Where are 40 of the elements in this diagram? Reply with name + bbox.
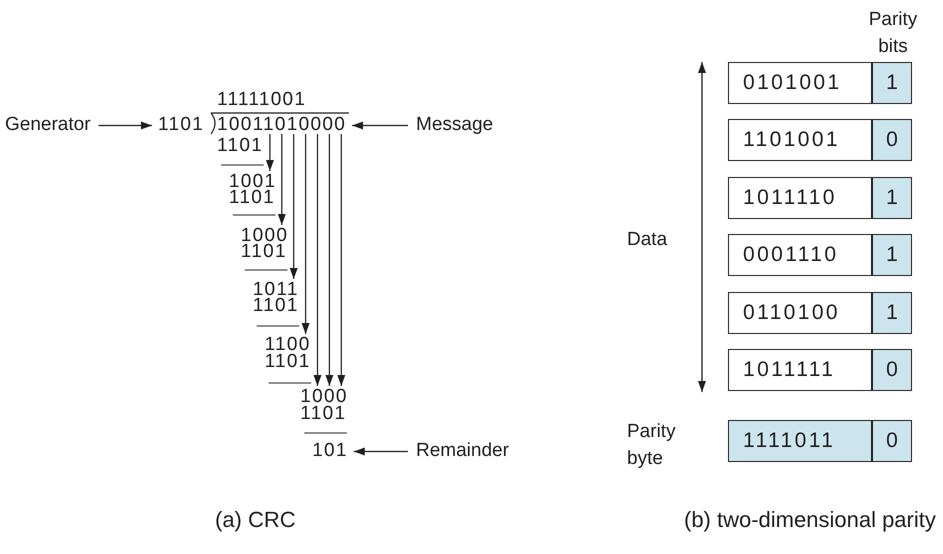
arrow xyxy=(337,134,346,386)
arrow xyxy=(354,448,408,456)
data-byte-cell: 1101001 xyxy=(728,119,872,161)
remainder-number: 101 xyxy=(312,440,348,461)
data-byte-cell: 1011110 xyxy=(728,177,872,219)
parity-bit-cell: 0 xyxy=(872,119,912,161)
parity-bit-cell: 1 xyxy=(872,177,912,219)
axis-label: Data xyxy=(627,229,668,250)
message-label: Message xyxy=(416,114,494,135)
divisor-row: 1101 xyxy=(217,135,264,156)
column-heading: Parity bits xyxy=(868,8,918,59)
arrow xyxy=(278,134,286,225)
dividend-number: 10011010000 xyxy=(217,114,346,135)
row-label: Parity byte xyxy=(627,420,677,471)
arrow xyxy=(302,134,310,334)
parity-bit-cell: 0 xyxy=(872,349,912,391)
divisor-row: 1101 xyxy=(252,295,299,316)
divisor-number: 1101 xyxy=(158,114,204,135)
parity-bit-cell: 0 xyxy=(872,420,912,462)
parity-bit-cell: 1 xyxy=(872,234,912,276)
divisor-row: 1101 xyxy=(240,241,287,262)
generator-label: Generator xyxy=(5,114,91,135)
divisor-row: 1101 xyxy=(228,187,275,208)
arrow xyxy=(266,134,274,171)
arrow xyxy=(314,134,322,386)
arrow xyxy=(352,122,408,130)
data-byte-cell: 0001110 xyxy=(728,234,872,276)
panel-caption: (a) CRC xyxy=(215,508,296,532)
parity-bit-cell: 1 xyxy=(872,292,912,334)
parity-bit-cell: 1 xyxy=(872,62,912,104)
panel-caption: (b) two-dimensional parity xyxy=(684,508,936,532)
arrow xyxy=(98,122,152,130)
quotient-number: 11111001 xyxy=(217,89,306,110)
data-byte-cell: 0110100 xyxy=(728,292,872,334)
arrow xyxy=(290,134,298,279)
data-byte-cell: 0101001 xyxy=(728,62,872,104)
remainder-label: Remainder xyxy=(416,440,509,461)
arrow xyxy=(325,134,334,386)
parity-byte-cell: 1111011 xyxy=(728,420,872,462)
data-byte-cell: 1011111 xyxy=(728,349,872,391)
